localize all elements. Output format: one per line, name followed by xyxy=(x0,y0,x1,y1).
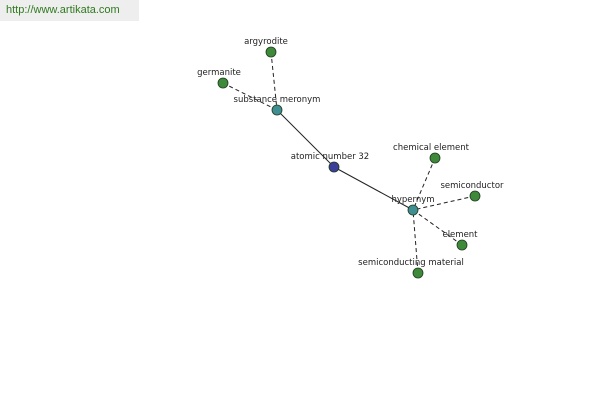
edge-hypernym xyxy=(333,166,414,211)
node-substance-meronym[interactable] xyxy=(271,104,283,116)
edge-germanite xyxy=(222,82,278,111)
edge-substance-meronym xyxy=(276,109,335,168)
edge-semiconductor xyxy=(412,195,476,211)
watermark-link[interactable]: http://www.artikata.com xyxy=(6,4,120,16)
label-semiconducting-material: semiconducting material xyxy=(358,258,464,268)
label-element: element xyxy=(442,230,478,240)
label-chemical-element: chemical element xyxy=(393,143,470,153)
label-hypernym: hypernym xyxy=(391,195,434,205)
node-chemical-element[interactable] xyxy=(429,152,441,164)
watermark: http://www.artikata.com xyxy=(0,0,139,21)
edge-semiconducting-material xyxy=(412,209,419,274)
node-center[interactable] xyxy=(328,161,340,173)
node-semiconductor[interactable] xyxy=(469,190,481,202)
edge-element xyxy=(412,209,463,246)
edge-argyrodite xyxy=(270,51,278,111)
label-germanite: germanite xyxy=(197,68,241,78)
edge-chemical-element xyxy=(412,157,436,211)
node-germanite[interactable] xyxy=(217,77,229,89)
node-semiconducting-material[interactable] xyxy=(412,267,424,279)
node-hypernym[interactable] xyxy=(407,204,419,216)
node-element[interactable] xyxy=(456,239,468,251)
label-substance-meronym: substance meronym xyxy=(234,95,321,105)
label-argyrodite: argyrodite xyxy=(244,37,288,47)
label-center: atomic number 32 xyxy=(291,152,369,162)
label-semiconductor: semiconductor xyxy=(440,181,504,191)
node-argyrodite[interactable] xyxy=(265,46,277,58)
